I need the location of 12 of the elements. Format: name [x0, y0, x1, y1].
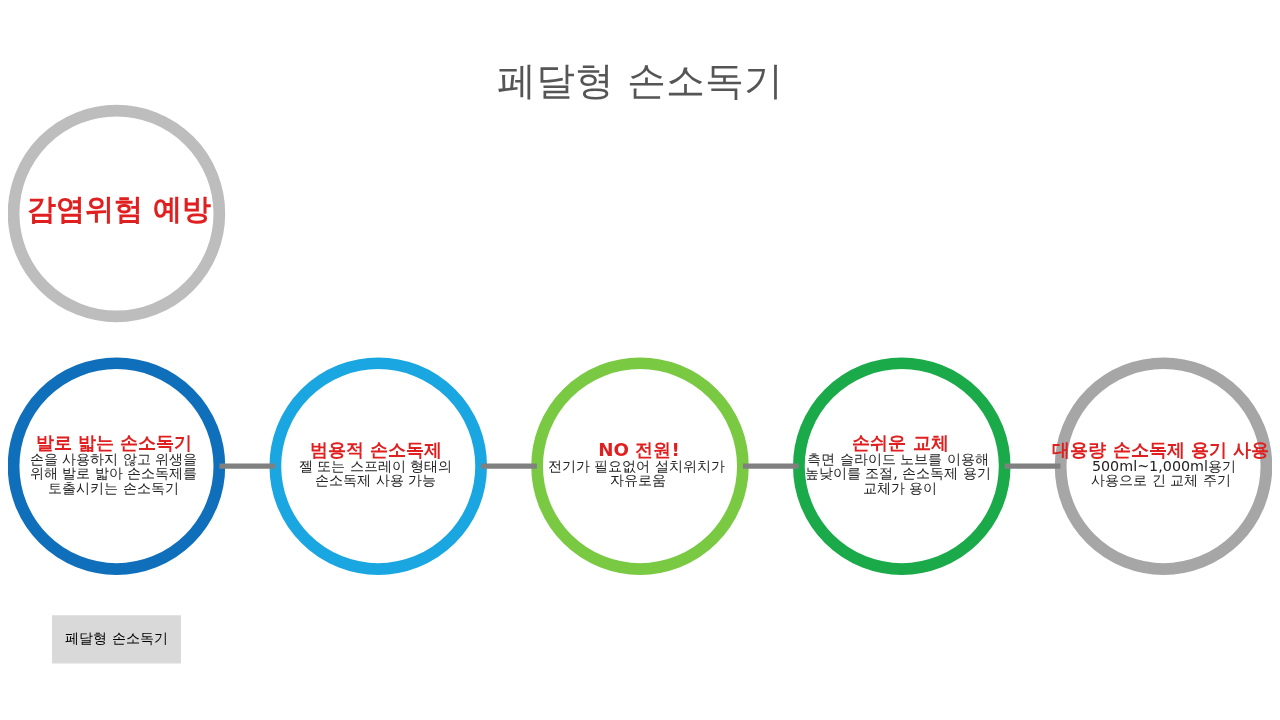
node-circle: NO 전원! 전기가 필요없어 설치위치가 자유로움 [531, 357, 749, 575]
node-circle: 대용량 손소독제 용기 사용 500ml~1,000ml용기 사용으로 긴 교체 주기 [1054, 357, 1272, 575]
node-circle: 손쉬운 교체 측면 슬라이드 노브를 이용해 높낮이를 조절, 손소독제 용기 교체가 용이 [793, 357, 1011, 575]
connector [743, 463, 799, 469]
label: 페달형 손소독기 [65, 630, 168, 646]
connector [481, 463, 537, 469]
node-circle: 감염위험 예방 [8, 104, 226, 323]
diagram-title: 페달형 손소독기 [497, 57, 783, 103]
node-circle: 발로 밟는 손소독기 손을 사용하지 않고 위생을 위해 발로 밟아 손소독제를 토출시키는 손소독기 [8, 357, 226, 575]
node-circle: 범용적 손소독제 젤 또는 스프레이 형태의 손소독제 사용 가능 [269, 357, 487, 575]
connector [219, 463, 276, 469]
connector [1004, 463, 1061, 469]
